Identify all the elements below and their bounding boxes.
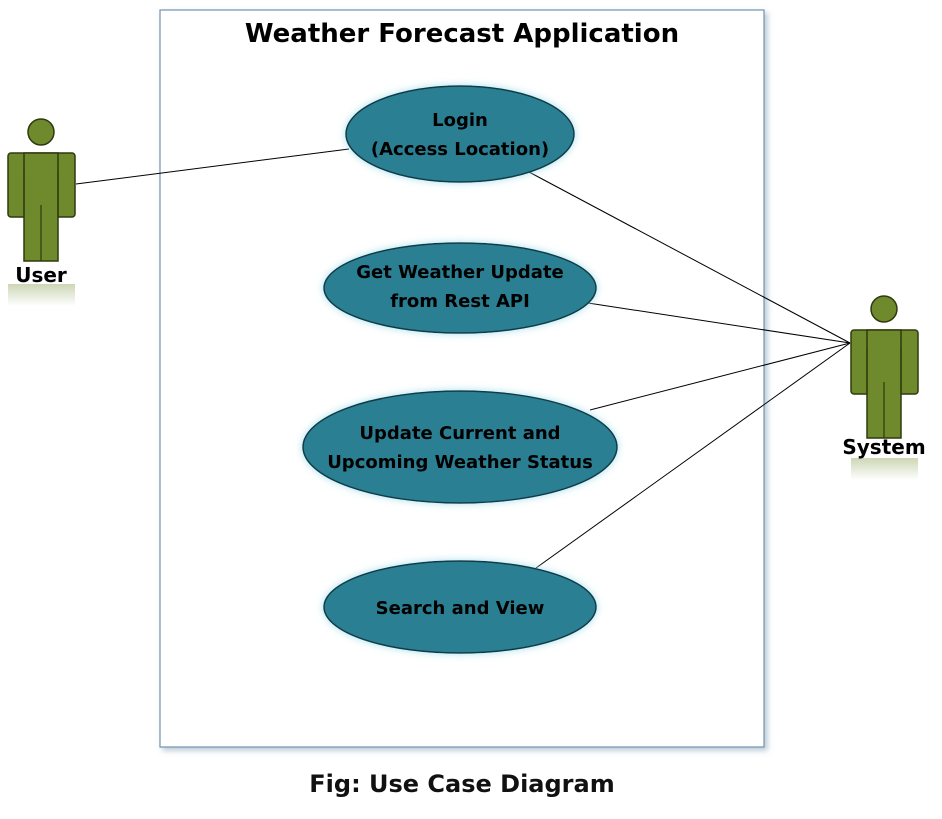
system-title: Weather Forecast Application (245, 19, 679, 49)
use-case-get-weather-line-1: Get Weather Update (356, 262, 564, 283)
association-system-login (528, 171, 851, 344)
use-case-update-status-shape (302, 390, 618, 504)
actor-system[interactable]: System (842, 295, 926, 480)
association-system-get-weather (587, 302, 851, 344)
use-case-search-view-line-1: Search and View (376, 598, 545, 619)
use-case-update-status-line-1: Update Current and (359, 423, 560, 444)
association-system-search-view (535, 342, 851, 569)
figure-caption: Fig: Use Case Diagram (309, 770, 614, 798)
use-case-get-weather[interactable]: Get Weather Update from Rest API (323, 242, 597, 334)
use-case-update-status-line-2: Upcoming Weather Status (327, 452, 593, 473)
use-case-update-status[interactable]: Update Current and Upcoming Weather Stat… (302, 390, 618, 504)
use-case-get-weather-shape (323, 242, 597, 334)
use-case-login-shape (345, 85, 575, 183)
use-case-get-weather-line-2: from Rest API (390, 291, 530, 312)
use-case-login[interactable]: Login (Access Location) (345, 85, 575, 183)
actor-system-label: System (842, 435, 925, 459)
use-case-search-view-shape (323, 560, 597, 654)
actor-user-label: User (15, 263, 67, 287)
actor-user[interactable]: User (7, 118, 76, 306)
use-case-login-line-1: Login (432, 110, 488, 131)
actor-user-icon (7, 118, 76, 306)
actor-system-icon (850, 295, 919, 480)
association-system-update-status (589, 342, 851, 411)
association-user-login (75, 148, 350, 185)
use-case-login-line-2: (Access Location) (371, 139, 549, 160)
use-case-search-view[interactable]: Search and View (323, 560, 597, 654)
associations (75, 148, 851, 569)
